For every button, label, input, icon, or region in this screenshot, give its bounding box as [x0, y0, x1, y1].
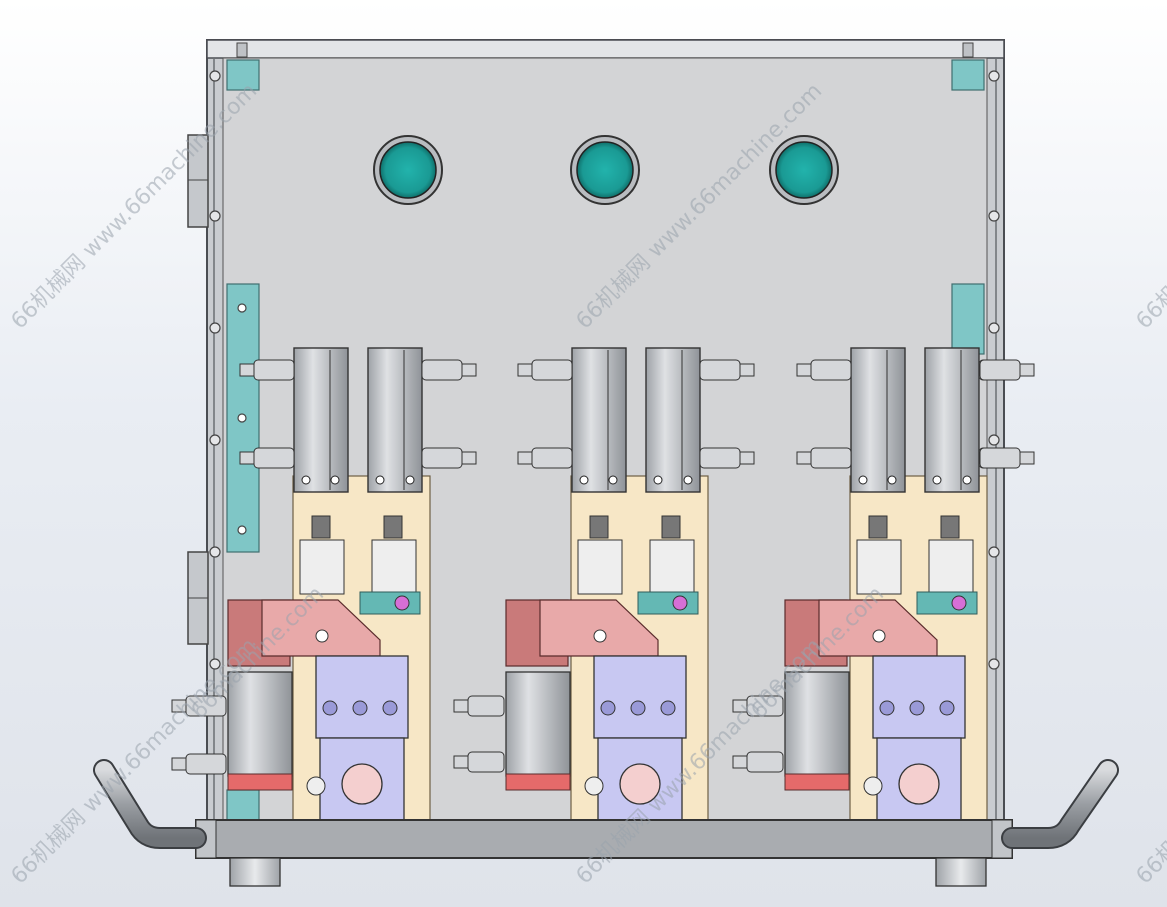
pink-clamp	[505, 599, 659, 667]
left-handle[interactable]	[93, 759, 207, 849]
twin-cylinder	[571, 347, 701, 493]
port-1	[373, 135, 443, 205]
feet	[229, 857, 987, 887]
watermark-text: 66机械网 www.66machine.com	[1132, 634, 1167, 890]
right-handle[interactable]	[1001, 759, 1119, 849]
watermark-text: 66机械网 www.66machine.com	[1132, 79, 1167, 335]
valve-block	[863, 655, 966, 821]
left-fittings	[171, 695, 227, 775]
station-3	[732, 347, 1034, 821]
frame-bolts	[209, 70, 1000, 670]
right-fittings	[979, 359, 1035, 469]
station-2	[453, 347, 755, 821]
pink-clamp	[784, 599, 938, 667]
station-1	[227, 347, 477, 821]
valve-block	[584, 655, 687, 821]
pink-clamp	[227, 599, 381, 667]
air-fittings	[239, 359, 477, 469]
twin-cylinder	[293, 347, 423, 493]
port-2	[570, 135, 640, 205]
twin-cylinder	[850, 347, 980, 493]
valve-block	[306, 655, 409, 821]
port-3	[769, 135, 839, 205]
base-bar	[195, 819, 1013, 859]
top-ports	[373, 135, 839, 205]
air-fittings	[453, 359, 755, 773]
